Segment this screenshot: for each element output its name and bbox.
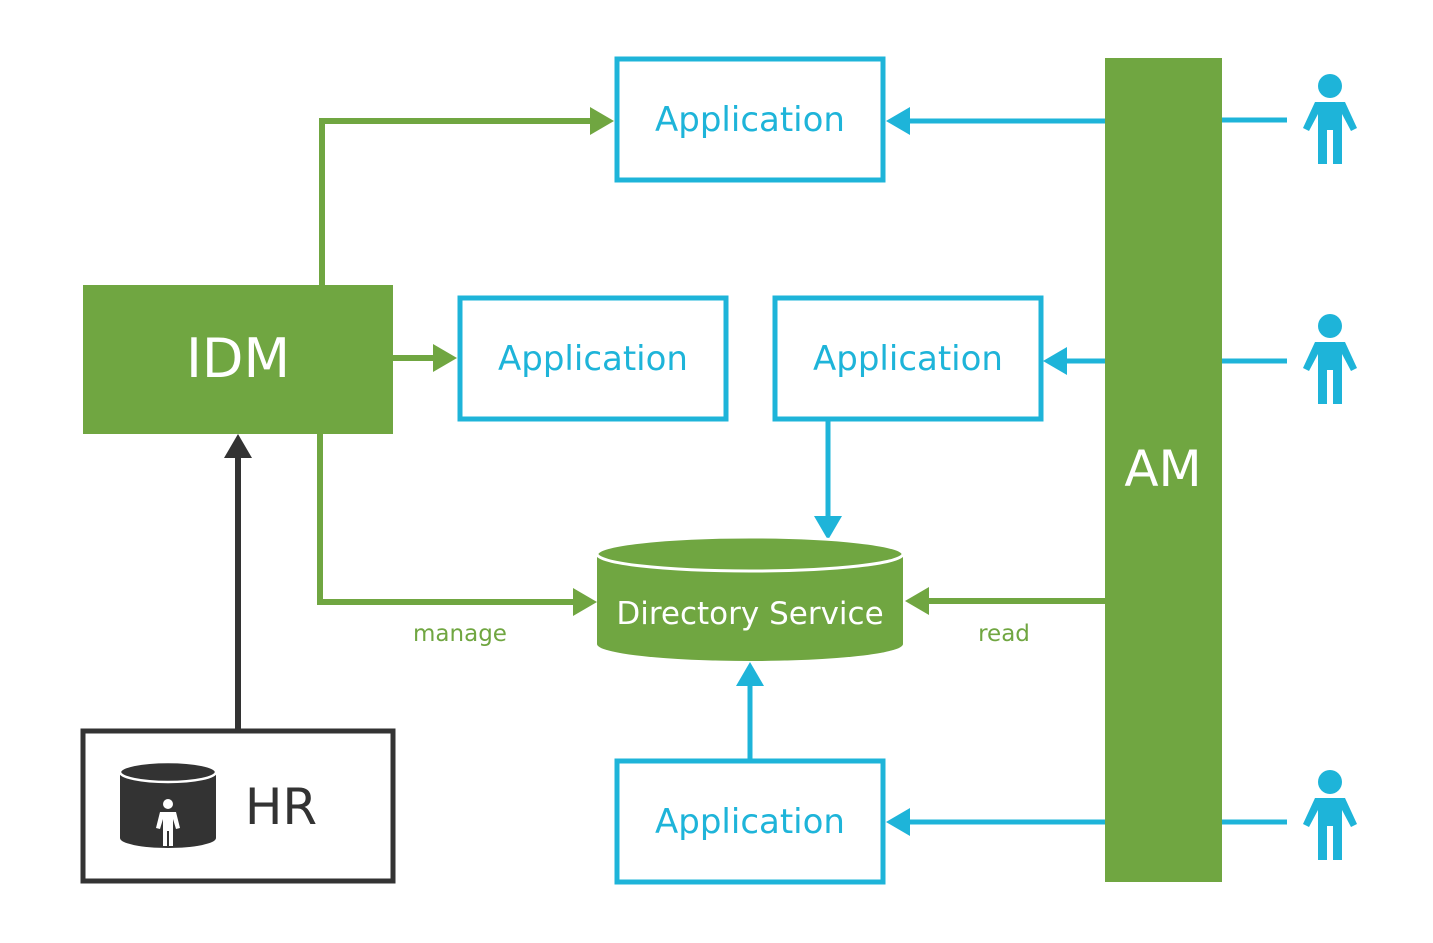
application-box bbox=[614, 758, 886, 885]
directory-cylinder-body bbox=[597, 554, 903, 661]
idm-label: IDM bbox=[186, 327, 290, 390]
app-mid-to-directory-arrowhead bbox=[814, 516, 842, 540]
directory-service-node: Directory Service bbox=[595, 535, 905, 661]
idm-box bbox=[83, 285, 393, 434]
application-node-middle-left: Application bbox=[457, 295, 729, 422]
directory-cylinder-top bbox=[595, 535, 905, 573]
application-node-bottom: Application bbox=[614, 758, 886, 885]
read-label: read bbox=[978, 621, 1030, 647]
am-node: AM bbox=[1105, 58, 1222, 882]
idm-to-app-top-arrowhead bbox=[590, 107, 614, 135]
am-to-app-bottom-arrowhead bbox=[886, 808, 910, 836]
application-label: Application bbox=[655, 100, 845, 140]
user-icon bbox=[1303, 74, 1357, 164]
application-node-top: Application bbox=[614, 56, 886, 183]
user-icon bbox=[1303, 770, 1357, 860]
directory-service-label: Directory Service bbox=[616, 596, 883, 632]
hr-to-idm-arrowhead bbox=[224, 434, 252, 458]
user-icon bbox=[1303, 314, 1357, 404]
idm-to-directory-arrowhead bbox=[573, 588, 597, 616]
hr-label: HR bbox=[245, 778, 317, 836]
idm-to-app-top-line bbox=[319, 118, 592, 285]
idm-to-directory-line bbox=[317, 434, 575, 605]
application-box bbox=[772, 295, 1044, 422]
manage-label: manage bbox=[413, 621, 507, 647]
idm-node: IDM bbox=[83, 285, 393, 434]
am-label: AM bbox=[1124, 440, 1201, 498]
application-label: Application bbox=[498, 339, 688, 379]
application-label: Application bbox=[655, 802, 845, 842]
am-to-directory-arrowhead bbox=[905, 587, 929, 615]
database-person-icon bbox=[118, 760, 218, 848]
idm-to-app-mid-arrowhead bbox=[433, 344, 457, 372]
application-label: Application bbox=[813, 339, 1003, 379]
am-to-app-mid-arrowhead bbox=[1043, 347, 1067, 375]
am-connectors bbox=[736, 107, 1287, 836]
am-bar bbox=[1105, 58, 1222, 882]
application-box bbox=[614, 56, 886, 183]
am-to-app-top-arrowhead bbox=[886, 107, 910, 135]
application-box bbox=[457, 295, 729, 422]
application-node-middle-right: Application bbox=[772, 295, 1044, 422]
hr-node: HR bbox=[80, 728, 396, 884]
app-bottom-to-directory-arrowhead bbox=[736, 662, 764, 686]
idm-connectors bbox=[317, 107, 1105, 616]
hr-connector bbox=[224, 434, 252, 730]
